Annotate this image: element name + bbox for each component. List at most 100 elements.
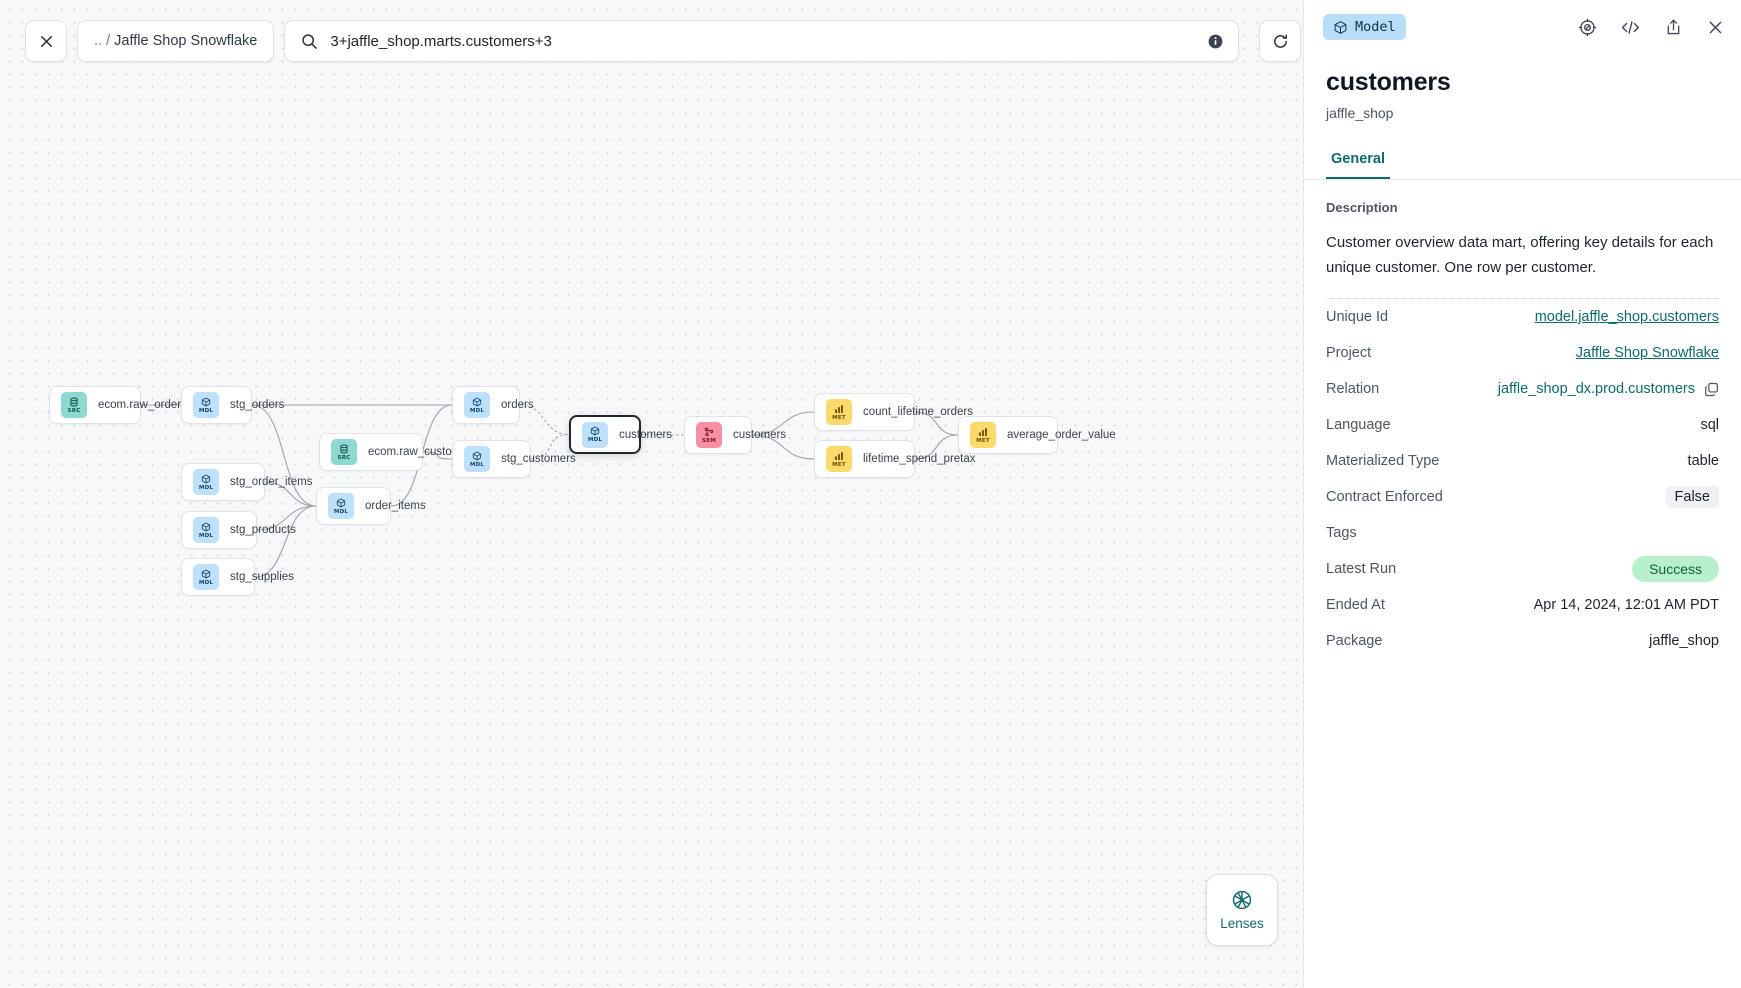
detail-value[interactable]: model.jaffle_shop.customers [1534, 309, 1719, 325]
detail-value: table [1687, 453, 1719, 469]
graph-node-customers_model[interactable]: MDL customers [569, 415, 672, 454]
info-icon[interactable] [1207, 33, 1224, 50]
detail-value: sql [1700, 417, 1719, 433]
detail-row: Tags [1326, 515, 1719, 551]
node-type-badge-mdl: MDL [193, 564, 219, 590]
code-icon[interactable] [1620, 18, 1641, 37]
lineage-canvas[interactable]: .. / Jaffle Shop Snowflake [0, 0, 1303, 988]
panel-body: Description Customer overview data mart,… [1304, 180, 1741, 988]
cube-icon [1334, 20, 1347, 34]
graph-node-stg_supplies[interactable]: MDL stg_supplies [181, 558, 294, 596]
node-type-badge-mdl: MDL [582, 421, 608, 448]
aperture-icon [1232, 890, 1252, 910]
graph-node-lifetime_spend_pretax[interactable]: MET lifetime_spend_pretax [814, 440, 976, 478]
panel-header: Model [1304, 0, 1741, 54]
node-type-badge-mdl: MDL [464, 392, 490, 418]
page-title: customers [1326, 68, 1451, 96]
detail-label: Tags [1326, 525, 1357, 541]
node-type-badge-sem: SEM [696, 422, 722, 448]
node-label: stg_customers [501, 453, 576, 465]
node-label: ecom.raw_orders [98, 399, 187, 411]
graph-node-ecom_raw_orders[interactable]: SRC ecom.raw_orders [49, 386, 187, 424]
detail-row: Package jaffle_shop [1326, 623, 1719, 659]
search-input[interactable] [330, 32, 1196, 50]
node-type-badge-src: SRC [61, 392, 87, 418]
node-type-badge-met: MET [826, 399, 852, 425]
panel-tabs: General [1304, 151, 1741, 180]
detail-label: Relation [1326, 381, 1380, 397]
graph-node-order_items[interactable]: MDL order_items [316, 487, 426, 525]
node-type-badge-mdl: MDL [193, 392, 219, 418]
node-label: count_lifetime_orders [863, 406, 973, 418]
detail-value: jaffle_shop [1649, 633, 1719, 649]
breadcrumb-project: Jaffle Shop Snowflake [114, 33, 258, 49]
detail-row: Relation jaffle_shop_dx.prod.customers [1326, 371, 1719, 407]
description-text: Customer overview data mart, offering ke… [1326, 234, 1714, 276]
detail-label: Ended At [1326, 597, 1385, 613]
node-label: orders [501, 399, 534, 411]
detail-row: Language sql [1326, 407, 1719, 443]
node-label: customers [619, 428, 673, 441]
detail-label: Package [1326, 633, 1383, 649]
node-type-badge-mdl: MDL [328, 493, 354, 519]
node-label: stg_order_items [230, 476, 313, 488]
refresh-button[interactable] [1259, 20, 1302, 62]
explore-icon[interactable] [1578, 18, 1597, 37]
graph-node-orders[interactable]: MDL orders [452, 386, 534, 424]
detail-label: Unique Id [1326, 309, 1389, 325]
node-label: stg_products [230, 524, 296, 536]
close-icon [40, 35, 52, 47]
close-lineage-button[interactable] [25, 20, 67, 62]
node-label: customers [733, 429, 787, 441]
graph-node-count_lifetime_orders[interactable]: MET count_lifetime_orders [814, 393, 973, 431]
graph-node-customers_semantic[interactable]: SEM customers [684, 416, 786, 454]
search-icon [302, 33, 318, 49]
node-type-badge-mdl: MDL [193, 469, 219, 495]
graph-node-stg_customers[interactable]: MDL stg_customers [452, 440, 576, 478]
panel-subtitle: jaffle_shop [1326, 105, 1394, 121]
details-panel: Model customers jaffle_shop [1303, 0, 1741, 988]
graph-node-stg_order_items[interactable]: MDL stg_order_items [181, 463, 312, 501]
detail-value[interactable]: Success [1632, 556, 1719, 582]
search-bar[interactable] [284, 20, 1240, 62]
node-type-chip: Model [1323, 14, 1406, 40]
detail-label: Materialized Type [1326, 453, 1440, 469]
description-label: Description [1326, 200, 1398, 215]
close-panel-icon[interactable] [1707, 19, 1724, 36]
detail-value[interactable]: Jaffle Shop Snowflake [1575, 345, 1719, 361]
node-label: average_order_value [1007, 429, 1116, 441]
breadcrumb[interactable]: .. / Jaffle Shop Snowflake [77, 20, 275, 62]
detail-label: Contract Enforced [1326, 489, 1443, 505]
detail-row: Unique Id model.jaffle_shop.customers [1326, 299, 1719, 335]
detail-value: False [1665, 486, 1719, 508]
node-type-badge-src: SRC [331, 439, 357, 465]
breadcrumb-prefix: .. / [94, 33, 111, 49]
lenses-label: Lenses [1220, 916, 1264, 931]
panel-title-block: customers jaffle_shop [1304, 54, 1741, 121]
detail-row: Materialized Type table [1326, 443, 1719, 479]
node-label: order_items [365, 500, 426, 512]
share-icon[interactable] [1664, 18, 1683, 37]
detail-row: Contract Enforced False [1326, 479, 1719, 515]
detail-label: Language [1326, 417, 1391, 433]
node-label: lifetime_spend_pretax [863, 453, 976, 465]
node-type-badge-met: MET [826, 446, 852, 472]
refresh-icon [1273, 33, 1287, 48]
node-label: stg_supplies [230, 571, 294, 583]
copy-icon[interactable] [1704, 382, 1719, 397]
tab-general[interactable]: General [1326, 151, 1390, 179]
lenses-button[interactable]: Lenses [1206, 874, 1278, 946]
divider [1326, 298, 1719, 299]
detail-label: Latest Run [1326, 561, 1397, 577]
node-type-label: Model [1355, 19, 1396, 35]
detail-value[interactable]: jaffle_shop_dx.prod.customers [1497, 381, 1695, 397]
node-type-badge-mdl: MDL [464, 446, 490, 472]
